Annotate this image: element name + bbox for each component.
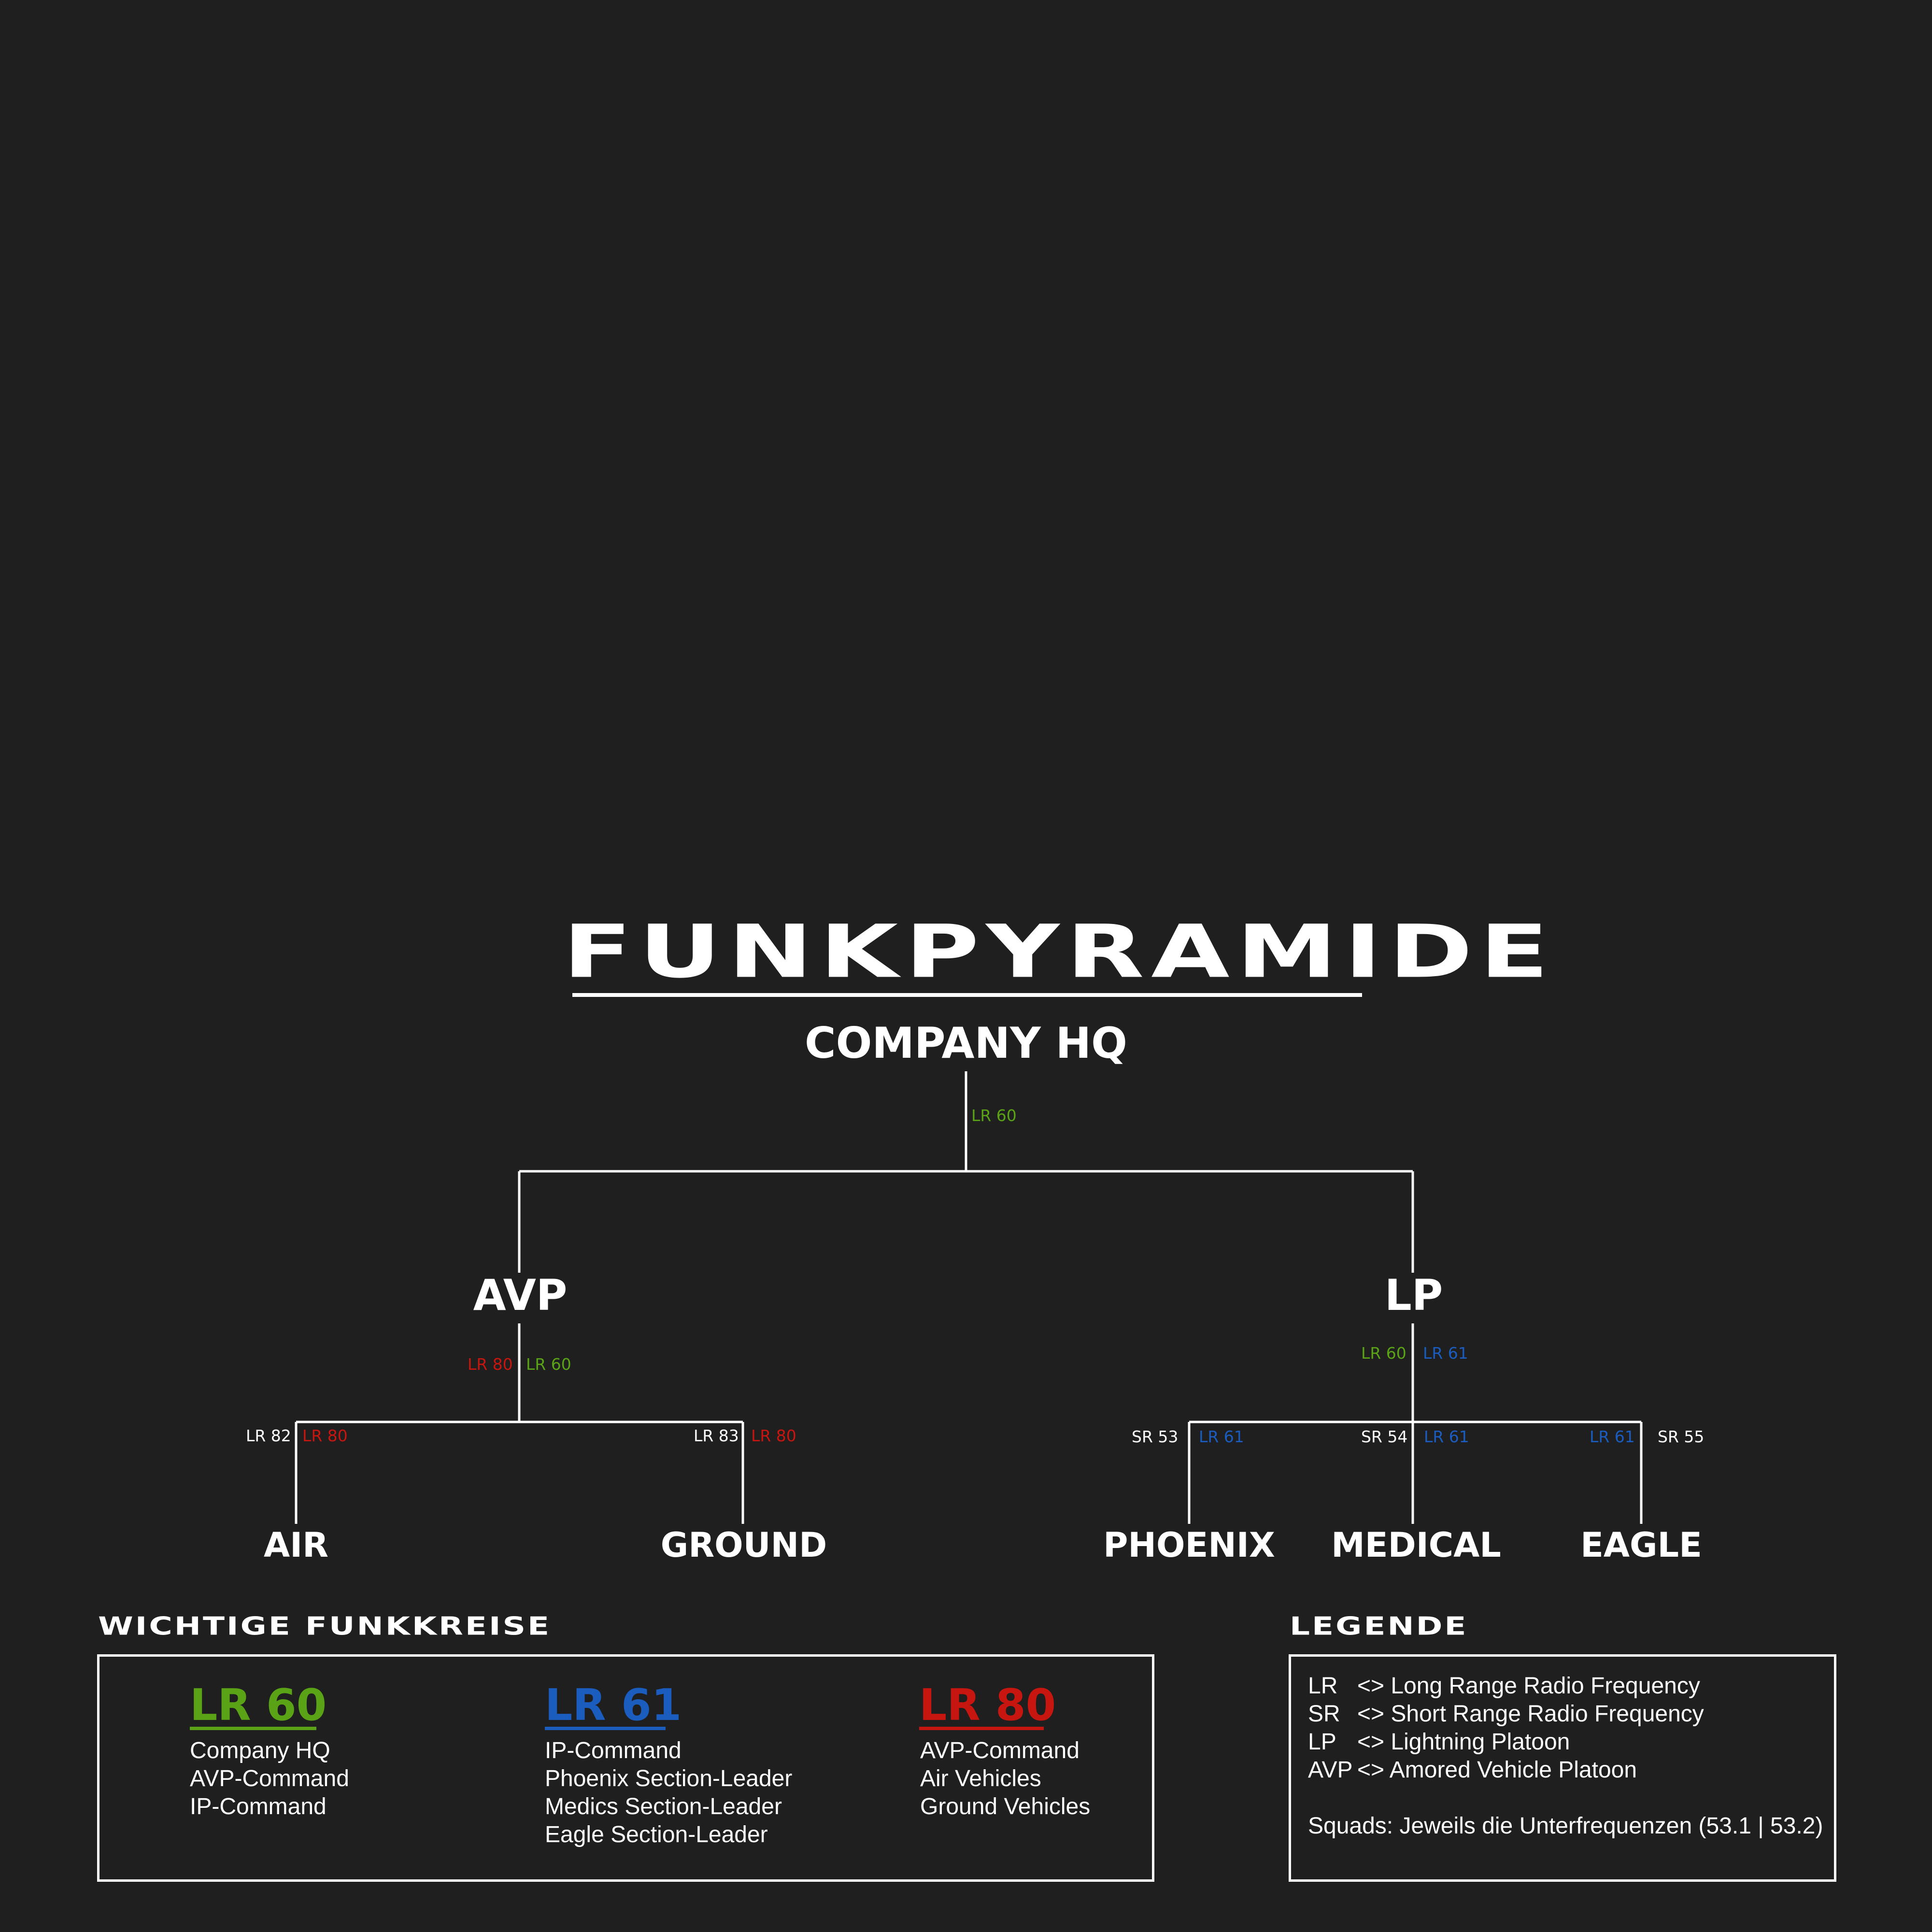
legend-abbr: LP — [1308, 1729, 1336, 1755]
legend-abbr: LR — [1308, 1673, 1338, 1699]
legend-note: Squads: Jeweils die Unterfrequenzen (53.… — [1308, 1813, 1823, 1839]
circle-list-lr61: IP-Command Phoenix Section-Leader Medics… — [545, 1737, 792, 1849]
freq-eagle-white: SR 55 — [1658, 1427, 1705, 1446]
node-company-hq: COMPANY HQ — [805, 1018, 1127, 1068]
legend-abbr: AVP — [1308, 1757, 1353, 1783]
legend-rows: LR <> Long Range Radio Frequency SR <> Sho… — [1308, 1672, 1704, 1784]
list-item: IP-Command — [545, 1738, 682, 1763]
circle-title-lr61: LR 61 — [545, 1680, 682, 1731]
title-underline — [572, 993, 1362, 997]
circle-title-lr80: LR 80 — [919, 1680, 1056, 1731]
legend-desc: <> Amored Vehicle Platoon — [1357, 1757, 1637, 1783]
circles-box — [97, 1654, 1154, 1882]
legend-box — [1289, 1654, 1836, 1882]
list-item: Phoenix Section-Leader — [545, 1766, 793, 1791]
node-medical: MEDICAL — [1331, 1525, 1501, 1565]
freq-lp-blue: LR 61 — [1423, 1344, 1468, 1363]
freq-phoenix-white: SR 53 — [1132, 1427, 1179, 1446]
legend-desc: <> Short Range Radio Frequency — [1357, 1701, 1704, 1727]
freq-hq: LR 60 — [971, 1106, 1017, 1125]
list-item: AVP-Command — [920, 1738, 1080, 1763]
node-ground: GROUND — [660, 1525, 827, 1565]
list-item: AVP-Command — [190, 1766, 349, 1791]
legend-row: LP <> Lightning Platoon — [1308, 1728, 1704, 1756]
freq-ground-red: LR 80 — [751, 1426, 796, 1445]
freq-lp-green: LR 60 — [1361, 1344, 1406, 1363]
legend-heading: LEGENDE — [1290, 1612, 1468, 1641]
page-title: FUNKPYRAMIDE — [563, 909, 1556, 994]
legend-row: AVP<> Amored Vehicle Platoon — [1308, 1756, 1704, 1784]
node-phoenix: PHOENIX — [1103, 1525, 1275, 1565]
legend-desc: <> Lightning Platoon — [1357, 1729, 1570, 1755]
circle-underline-lr80 — [919, 1727, 1044, 1730]
legend-desc: <> Long Range Radio Frequency — [1357, 1673, 1700, 1699]
freq-ground-white: LR 83 — [694, 1426, 739, 1445]
circle-underline-lr60 — [190, 1727, 316, 1730]
freq-medical-blue: LR 61 — [1424, 1427, 1469, 1446]
circle-list-lr80: AVP-Command Air Vehicles Ground Vehicles — [920, 1737, 1090, 1821]
node-avp: AVP — [473, 1270, 568, 1320]
node-lp: LP — [1384, 1270, 1443, 1320]
freq-medical-white: SR 54 — [1361, 1427, 1408, 1446]
freq-avp-green: LR 60 — [526, 1355, 571, 1374]
legend-abbr: SR — [1308, 1701, 1340, 1727]
list-item: Ground Vehicles — [920, 1794, 1091, 1819]
freq-avp-red: LR 80 — [468, 1355, 513, 1374]
list-item: IP-Command — [190, 1794, 327, 1819]
list-item: Company HQ — [190, 1738, 330, 1763]
node-eagle: EAGLE — [1580, 1525, 1702, 1565]
circles-heading: WICHTIGE FUNKKREISE — [98, 1612, 552, 1641]
node-air: AIR — [263, 1525, 329, 1565]
list-item: Eagle Section-Leader — [545, 1822, 768, 1847]
circle-underline-lr61 — [545, 1727, 666, 1730]
circle-title-lr60: LR 60 — [190, 1680, 327, 1731]
list-item: Air Vehicles — [920, 1766, 1041, 1791]
list-item: Medics Section-Leader — [545, 1794, 782, 1819]
freq-eagle-blue: LR 61 — [1590, 1427, 1635, 1446]
circle-list-lr60: Company HQ AVP-Command IP-Command — [190, 1737, 349, 1821]
legend-row: SR <> Short Range Radio Frequency — [1308, 1700, 1704, 1728]
legend-row: LR <> Long Range Radio Frequency — [1308, 1672, 1704, 1700]
freq-phoenix-blue: LR 61 — [1199, 1427, 1244, 1446]
freq-air-red: LR 80 — [302, 1426, 348, 1445]
freq-air-white: LR 82 — [246, 1426, 291, 1445]
